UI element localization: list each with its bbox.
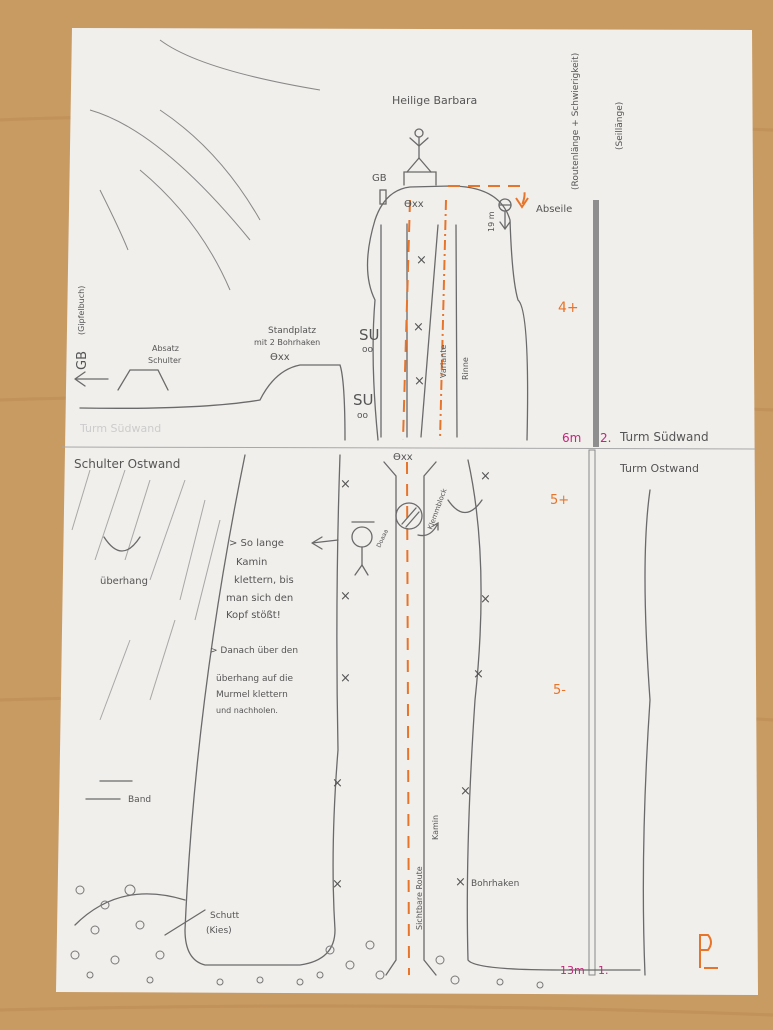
note-line: man sich den: [226, 593, 293, 604]
sanduhr-2-marks: oo: [357, 411, 369, 421]
route-line-upper: [402, 185, 529, 441]
shoulder-hatching: [71, 469, 221, 721]
svg-text:×: ×: [340, 589, 351, 604]
summit-book-label: GB: [372, 173, 387, 184]
chockstone-icon: [395, 502, 439, 537]
note-line: klettern, bis: [234, 575, 294, 586]
svg-text:×: ×: [480, 469, 491, 484]
pitch2-length: 6m: [562, 431, 581, 445]
svg-text:×: ×: [460, 784, 471, 799]
grade-upper: 4+: [558, 300, 579, 316]
climbing-notes: > So lange Kamin klettern, bis man sich …: [210, 538, 298, 715]
svg-text:×: ×: [340, 477, 351, 492]
svg-text:×: ×: [340, 671, 351, 686]
bolt-marks-upper: × × ×: [413, 253, 427, 389]
slope-lines: [89, 39, 321, 291]
pitch2-wall: Turm Südwand: [619, 430, 709, 444]
svg-text:×: ×: [416, 253, 427, 268]
note-line: Kamin: [236, 557, 267, 568]
variant-label: Variante: [439, 345, 448, 378]
note-arrow-icon: [311, 536, 339, 550]
pitch1-number: 1.: [598, 964, 609, 977]
sanduhr-1: SU: [359, 326, 380, 344]
summit-figure-label: Heilige Barbara: [392, 94, 477, 107]
scree-label-2: (Kies): [206, 926, 232, 936]
gb-left-label: GB: [75, 351, 90, 370]
note-line: Murmel klettern: [216, 690, 288, 700]
svg-text:×: ×: [455, 875, 466, 890]
band-icon: [85, 780, 133, 800]
pitch2-rope-bar: [593, 200, 599, 447]
abseil-label: Abseile: [536, 204, 572, 215]
note-line: > Danach über den: [210, 646, 298, 656]
note-line: Kopf stößt!: [226, 610, 281, 621]
pitch1-length: 13m: [560, 964, 585, 977]
grade-mid: 5+: [550, 493, 569, 508]
sanduhr-2: SU: [353, 391, 374, 409]
svg-text:×: ×: [332, 877, 343, 892]
abseil-length-label: 19 m: [487, 211, 496, 232]
sanduhr-1-marks: oo: [362, 345, 374, 355]
faint-wall-label: Turm Südwand: [79, 422, 161, 435]
ledge-label-1: Absatz: [152, 344, 179, 353]
chimney-label: Kamin: [431, 815, 440, 840]
route-line-lower: [406, 461, 410, 976]
route-info-label: (Routenlänge + Schwierigkeit): [571, 53, 581, 190]
overhang-label: überhang: [100, 576, 148, 587]
rope-info-label: (Seillänge): [615, 102, 625, 150]
band-label: Band: [128, 795, 151, 805]
bolt-label: Bohrhaken: [471, 879, 519, 889]
upper-tower-outline: [366, 185, 529, 441]
scree-pebbles: [70, 884, 544, 989]
svg-text:×: ×: [413, 320, 424, 335]
stick-figure-climber: [351, 521, 375, 576]
pitch1-rope-bar: [588, 449, 596, 976]
gb-left-note: (Gipfelbuch): [77, 286, 86, 335]
shoulder-title: Schulter Ostwand: [74, 457, 180, 471]
overhang-icon: [103, 499, 483, 552]
section-divider: [61, 446, 756, 450]
ledge-icon: [117, 369, 169, 391]
anchor-top-label: ϴxx: [404, 199, 424, 210]
note-line: > So lange: [229, 538, 284, 549]
gully-label: Rinne: [461, 357, 470, 380]
grade-lower: 5-: [553, 683, 566, 698]
bolt-marks-lower: × × × × × × × × × ×: [332, 469, 491, 892]
belay-anchor-label: ϴxx: [270, 352, 290, 363]
svg-text:×: ×: [473, 667, 484, 682]
abseil-ring-icon: [498, 198, 512, 231]
shoulder-outline: [79, 364, 346, 441]
scree-label-1: Schutt: [210, 911, 240, 921]
belay-label-1: Standplatz: [268, 326, 316, 336]
belay-label-2: mit 2 Bohrhaken: [254, 338, 320, 347]
svg-text:×: ×: [414, 374, 425, 389]
svg-text:×: ×: [480, 592, 491, 607]
signature-logo: [699, 934, 718, 969]
ledge-label-2: Schulter: [148, 356, 182, 365]
scree-pointer: [164, 909, 206, 936]
lower-walls: [74, 454, 651, 976]
tower-east-label: Turm Ostwand: [619, 462, 699, 475]
chimney-outline: [383, 461, 437, 976]
anchor-mid-label: ϴxx: [393, 452, 413, 463]
note-line: und nachholen.: [216, 706, 278, 715]
svg-text:×: ×: [332, 776, 343, 791]
left-arrow-icon: [74, 371, 109, 387]
stick-figure-barbara: [403, 128, 437, 186]
note-line: überhang auf die: [216, 674, 293, 684]
route-label: Sichtbare Route: [415, 866, 424, 930]
pitch2-number: 2.: [600, 431, 611, 445]
summit-book-icon: [379, 189, 387, 205]
